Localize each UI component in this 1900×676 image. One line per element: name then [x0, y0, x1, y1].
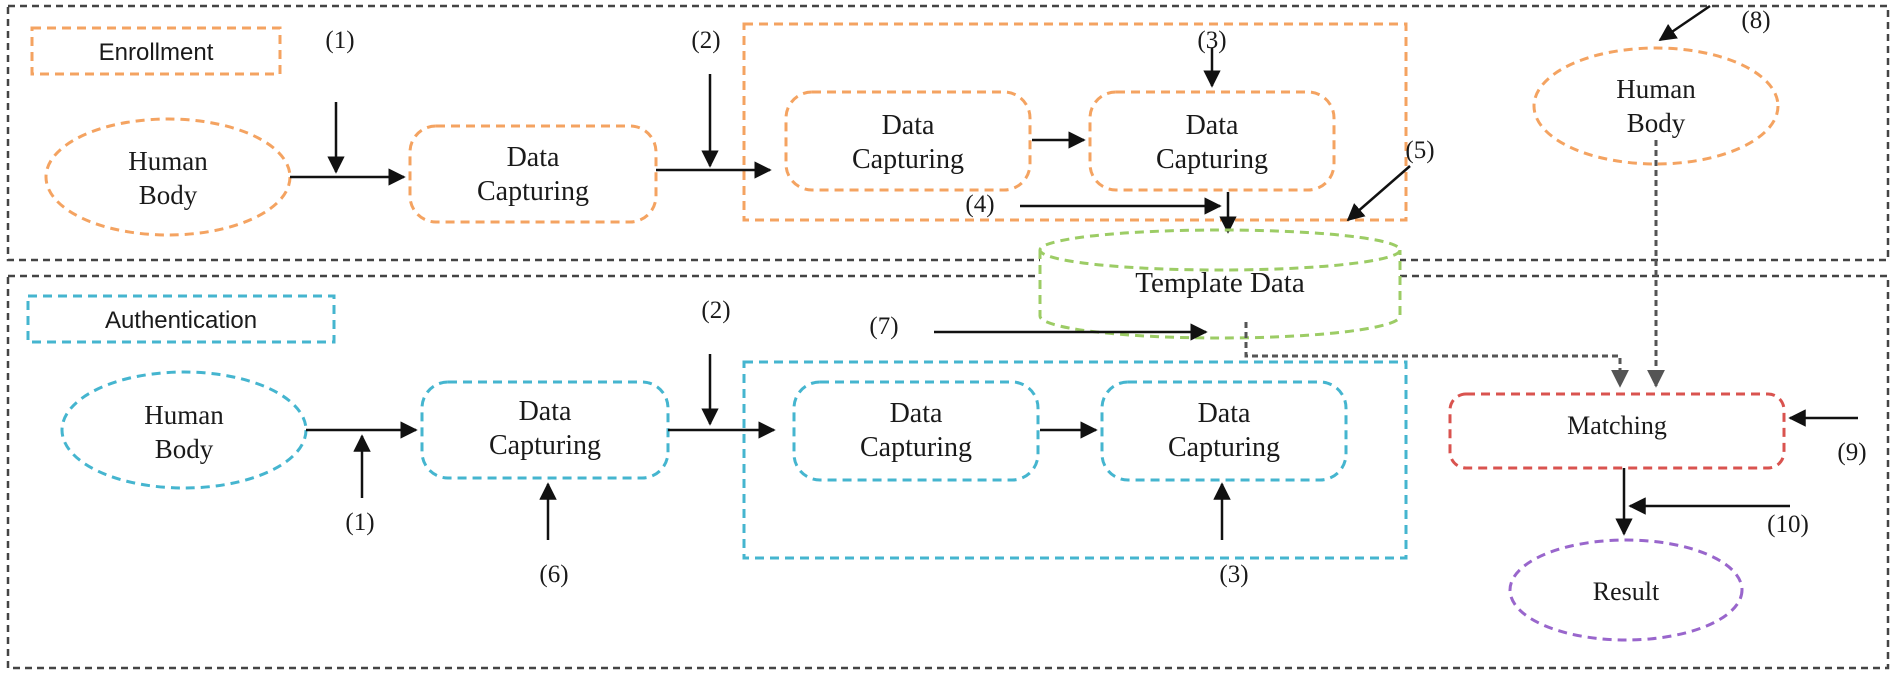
enroll-point5-arrow [1346, 165, 1411, 222]
enrollment-capture-3 [1088, 90, 1336, 192]
enrollment-capture-1 [408, 124, 658, 224]
enroll-marker-4: (4) [965, 191, 994, 218]
auth-marker-3: (3) [1219, 561, 1248, 588]
attacker-human-body [1532, 46, 1780, 166]
auth-marker-7: (7) [869, 313, 898, 340]
enrollment-capture-2 [784, 90, 1032, 192]
auth-human-body-line1: Human [144, 400, 224, 430]
enroll-marker-2: (2) [691, 27, 720, 54]
enrollment-capture-1-line2: Capturing [477, 176, 589, 207]
template-to-matching-arrow [1244, 322, 1629, 388]
enrollment-label-box [30, 26, 282, 76]
enrollment-capture-3-line1: Data [1186, 110, 1239, 141]
auth-capture-1-line2: Capturing [489, 430, 601, 461]
enroll-marker-8: (8) [1741, 7, 1770, 34]
auth-capture-3 [1100, 380, 1348, 482]
auth-capture-2 [792, 380, 1040, 482]
auth-capture-3-line1: Data [1198, 398, 1251, 429]
template-data-label: Template Data [1135, 267, 1305, 299]
auth-marker-2: (2) [701, 297, 730, 324]
attacker-human-body-line1: Human [1616, 74, 1696, 104]
auth-capture-1-line1: Data [519, 396, 572, 427]
result-label: Result [1593, 577, 1660, 606]
enrollment-processing-group [742, 22, 1408, 222]
auth-marker-1: (1) [345, 509, 374, 536]
auth-capture-2-line1: Data [890, 398, 943, 429]
template-database [1038, 228, 1402, 340]
enrollment-label: Enrollment [99, 39, 214, 66]
enrollment-region [6, 4, 1890, 262]
enrollment-capture-1-line1: Data [507, 142, 560, 173]
result-ellipse [1508, 538, 1744, 642]
auth-marker-10: (10) [1767, 511, 1809, 538]
auth-capture-3-line2: Capturing [1168, 432, 1280, 463]
auth-marker-6: (6) [539, 561, 568, 588]
enrollment-human-body-line1: Human [128, 146, 208, 176]
authentication-region [6, 274, 1890, 670]
enrollment-capture-3-line2: Capturing [1156, 144, 1268, 175]
enrollment-human-body-line2: Body [139, 180, 198, 210]
enroll-point8-arrow [1658, 4, 1711, 42]
enroll-marker-3: (3) [1197, 27, 1226, 54]
enroll-marker-1: (1) [325, 27, 354, 54]
enroll-marker-5: (5) [1405, 137, 1434, 164]
attacker-human-body-line2: Body [1627, 108, 1686, 138]
enrollment-human-body [44, 117, 292, 237]
matching-label: Matching [1567, 411, 1667, 440]
enrollment-capture-2-line2: Capturing [852, 144, 964, 175]
enrollment-capture-2-line1: Data [882, 110, 935, 141]
auth-human-body [60, 370, 308, 490]
authentication-label-box [26, 294, 336, 344]
matching-box [1448, 392, 1786, 470]
auth-marker-9: (9) [1837, 439, 1866, 466]
authentication-label: Authentication [105, 307, 257, 334]
auth-human-body-line2: Body [155, 434, 214, 464]
auth-capture-2-line2: Capturing [860, 432, 972, 463]
auth-processing-group [742, 360, 1408, 560]
